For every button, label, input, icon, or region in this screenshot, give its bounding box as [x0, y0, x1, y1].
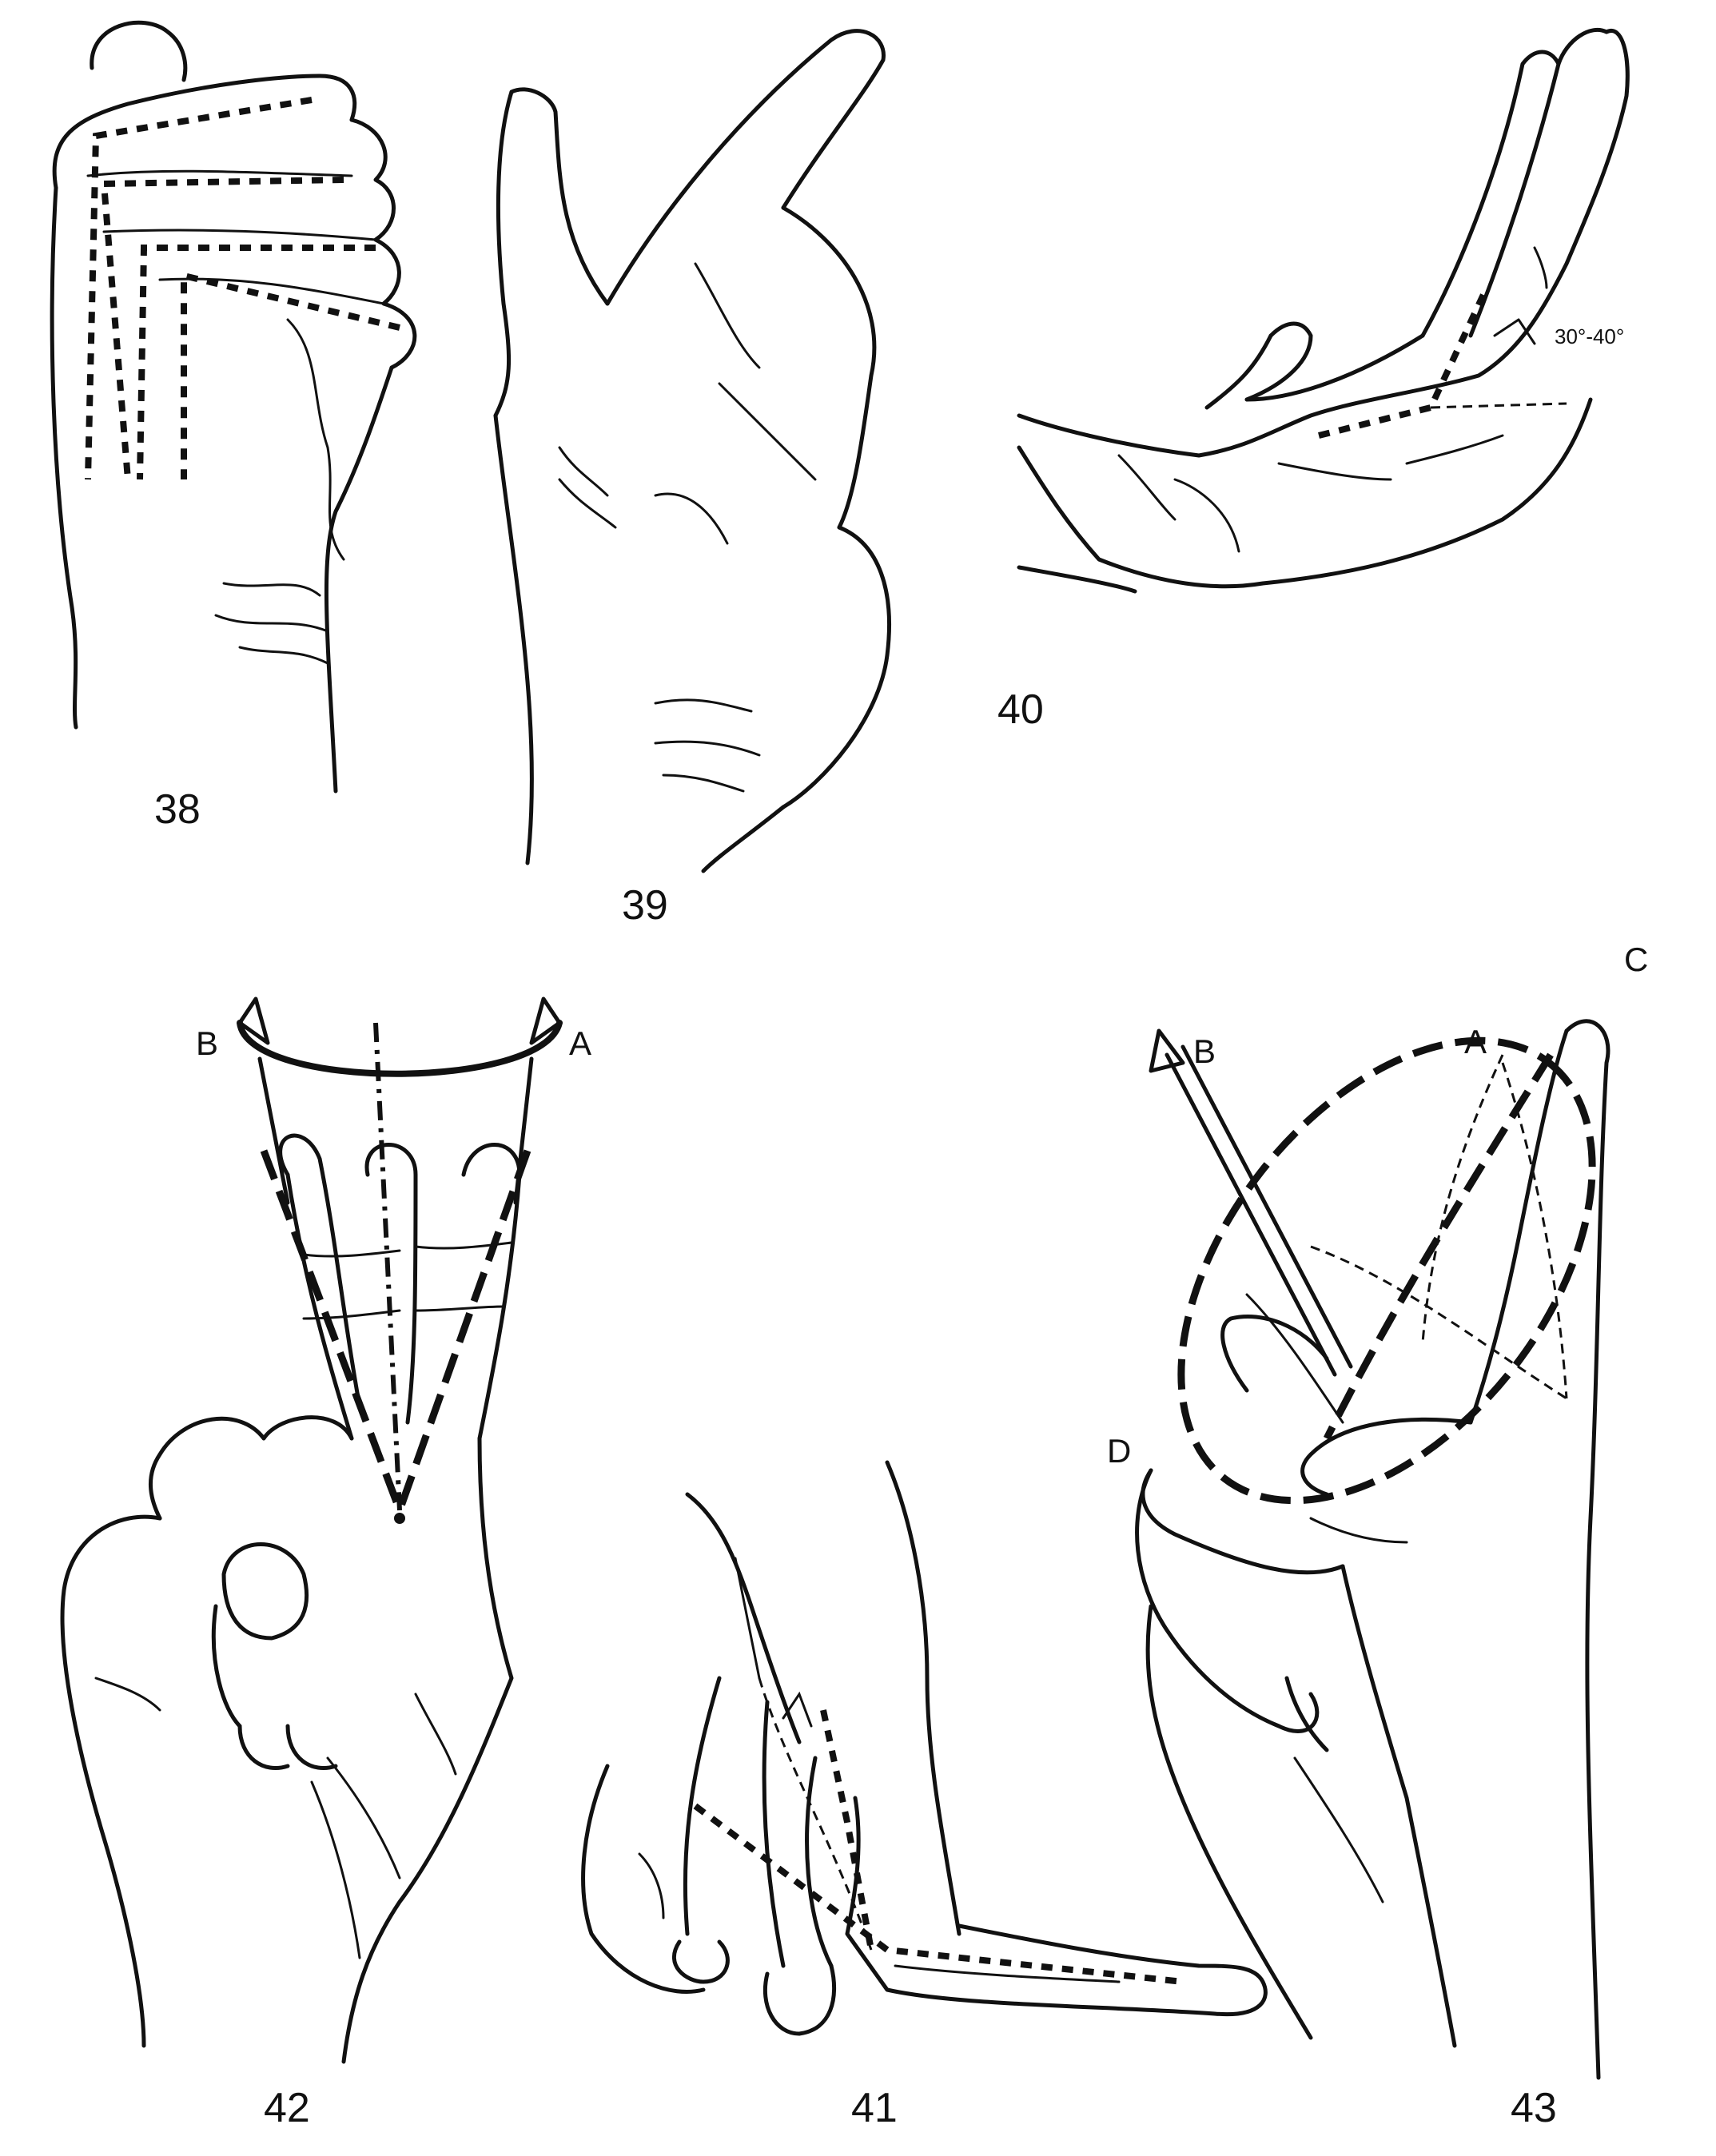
- spread-fingers-drawing: [60, 996, 563, 2064]
- label-a: A: [569, 1024, 591, 1062]
- figure-41: 41: [581, 1460, 1268, 2131]
- thumb-opposition-drawing: [1135, 1019, 1610, 2080]
- figure-38-number: 38: [154, 786, 201, 833]
- side-hand-drawing: [1017, 27, 1630, 594]
- figure-42: B A 42: [60, 996, 591, 2131]
- figure-40-number: 40: [997, 686, 1044, 733]
- label-c: C: [1624, 941, 1648, 978]
- figure-40: 30°-40° 40: [997, 27, 1630, 733]
- figure-39-number: 39: [622, 882, 668, 929]
- figure-43-number: 43: [1511, 2085, 1557, 2131]
- pinch-hand-drawing: [493, 29, 891, 873]
- label-a: A: [1464, 1023, 1487, 1060]
- label-b: B: [196, 1024, 218, 1062]
- figure-42-number: 42: [264, 2085, 310, 2131]
- figure-38: 38: [50, 20, 417, 833]
- label-b: B: [1193, 1032, 1216, 1070]
- figure-39: 39: [493, 29, 891, 929]
- label-d: D: [1107, 1432, 1131, 1470]
- figure-43: C A B D 43: [1107, 941, 1648, 2131]
- fist-drawing: [50, 20, 417, 794]
- figure-41-number: 41: [851, 2085, 898, 2131]
- finger-stretch-drawing: [581, 1460, 1268, 2036]
- angle-label: 30°-40°: [1555, 324, 1624, 348]
